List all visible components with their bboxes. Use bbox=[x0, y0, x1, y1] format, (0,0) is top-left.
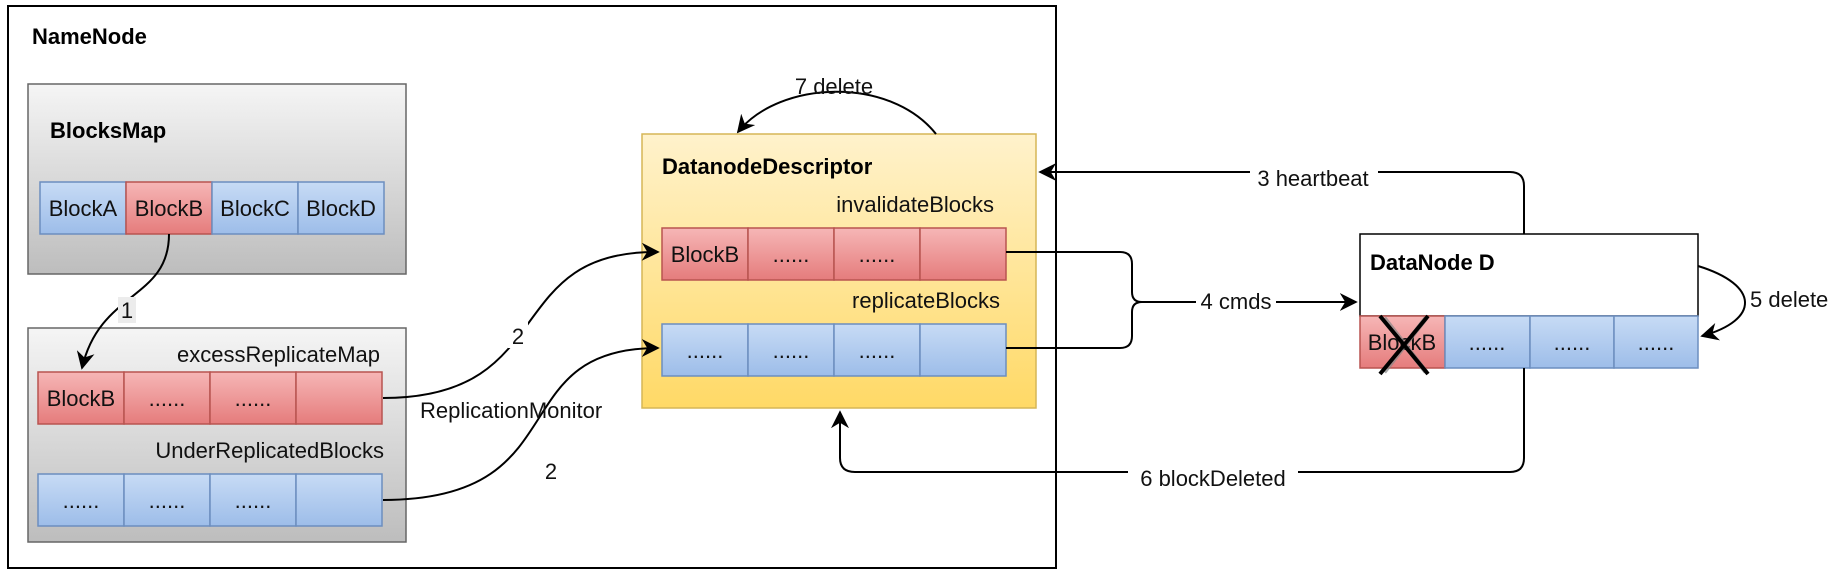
invalidate-cell-1-text: BlockB bbox=[671, 242, 739, 267]
under-cell-1-text: ...... bbox=[63, 488, 100, 513]
invalidate-cell-1 bbox=[661, 227, 749, 281]
under-row: ...... ...... ...... bbox=[37, 473, 383, 527]
blocksmap-row: BlockA BlockB BlockC BlockD bbox=[39, 181, 385, 235]
excess-cell-2 bbox=[123, 371, 211, 425]
replicate-cell-2-text: ...... bbox=[773, 338, 810, 363]
replicate-cell-3-text: ...... bbox=[859, 338, 896, 363]
excess-cell-3-text: ...... bbox=[235, 386, 272, 411]
edge-1 bbox=[76, 233, 170, 370]
datanode-cell-3-text: ...... bbox=[1554, 330, 1591, 355]
edge-6-label: 6 blockDeleted bbox=[1140, 466, 1286, 491]
invalidate-row: BlockB ...... ...... bbox=[661, 227, 1007, 281]
replication-monitor-label: ReplicationMonitor bbox=[420, 398, 602, 423]
namenode-title: NameNode bbox=[32, 24, 147, 49]
edge-2b-label: 2 bbox=[545, 459, 557, 484]
edge-5-label-bg bbox=[1748, 286, 1834, 312]
invalidate-label: invalidateBlocks bbox=[836, 192, 994, 217]
edge-5-delete bbox=[1697, 265, 1746, 341]
edge-4-from-replicate bbox=[1006, 301, 1143, 349]
blocksmap-cell-d-text: BlockD bbox=[306, 196, 376, 221]
descriptor-title: DatanodeDescriptor bbox=[662, 154, 873, 179]
delete-cross-icon bbox=[1378, 314, 1430, 376]
blocksmap-cell-d bbox=[297, 181, 385, 235]
invalidate-cell-2-text: ...... bbox=[773, 242, 810, 267]
blocksmap-box bbox=[27, 83, 407, 275]
blocksmap-cell-c-text: BlockC bbox=[220, 196, 290, 221]
edge-1-label: 1 bbox=[121, 298, 133, 323]
edge-3-label-bg bbox=[1250, 164, 1378, 190]
edge-3-heartbeat bbox=[1038, 163, 1525, 234]
blocksmap-cell-a bbox=[39, 181, 127, 235]
edge-4-label-bg bbox=[1196, 288, 1276, 314]
edge-4-label: 4 cmds bbox=[1201, 289, 1272, 314]
invalidate-cell-3 bbox=[833, 227, 921, 281]
edge-2b-label-bg bbox=[541, 458, 561, 484]
datanode-title: DataNode D bbox=[1370, 250, 1495, 275]
under-cell-3-text: ...... bbox=[235, 488, 272, 513]
blocksmap-cell-b-text: BlockB bbox=[135, 196, 203, 221]
datanode-cell-3 bbox=[1529, 315, 1615, 369]
excess-cell-3 bbox=[209, 371, 297, 425]
datanode-box bbox=[1359, 233, 1699, 317]
under-cell-4 bbox=[295, 473, 383, 527]
replicate-row: ...... ...... ...... bbox=[661, 323, 1007, 377]
excess-cell-1-text: BlockB bbox=[47, 386, 115, 411]
edge-5-label: 5 delete bbox=[1750, 287, 1828, 312]
edge-7-label: 7 delete bbox=[795, 74, 873, 99]
blocksmap-cell-a-text: BlockA bbox=[49, 196, 118, 221]
under-cell-1 bbox=[37, 473, 125, 527]
excess-label: excessReplicateMap bbox=[177, 342, 380, 367]
edge-2-replicate bbox=[382, 339, 660, 501]
replicate-cell-2 bbox=[747, 323, 835, 377]
under-cell-3 bbox=[209, 473, 297, 527]
datanode-cell-4 bbox=[1613, 315, 1699, 369]
edge-3-label: 3 heartbeat bbox=[1257, 166, 1368, 191]
replicate-cell-1-text: ...... bbox=[687, 338, 724, 363]
under-label: UnderReplicatedBlocks bbox=[155, 438, 384, 463]
datanode-cell-4-text: ...... bbox=[1638, 330, 1675, 355]
replicate-cell-1 bbox=[661, 323, 749, 377]
datanode-cell-2-text: ...... bbox=[1469, 330, 1506, 355]
datanode-cell-2 bbox=[1444, 315, 1531, 369]
excess-row: BlockB ...... ...... bbox=[37, 371, 383, 425]
under-cell-2-text: ...... bbox=[149, 488, 186, 513]
edge-1-label-bg bbox=[118, 297, 136, 323]
excess-cell-1 bbox=[37, 371, 125, 425]
invalidate-cell-4 bbox=[919, 227, 1007, 281]
edge-2a-label: 2 bbox=[512, 324, 524, 349]
invalidate-cell-3-text: ...... bbox=[859, 242, 896, 267]
replicate-cell-3 bbox=[833, 323, 921, 377]
excess-cell-4 bbox=[295, 371, 383, 425]
edge-4-from-invalidate bbox=[1006, 251, 1143, 303]
blocksmap-title: BlocksMap bbox=[50, 118, 166, 143]
replicate-cell-4 bbox=[919, 323, 1007, 377]
edge-6-label-bg bbox=[1128, 464, 1298, 490]
replicate-label: replicateBlocks bbox=[852, 288, 1000, 313]
edge-7-delete bbox=[736, 90, 937, 135]
edge-2a-label-bg bbox=[508, 322, 528, 348]
datanode-row: BlockB ...... ...... ...... bbox=[1359, 315, 1699, 369]
excess-cell-2-text: ...... bbox=[149, 386, 186, 411]
